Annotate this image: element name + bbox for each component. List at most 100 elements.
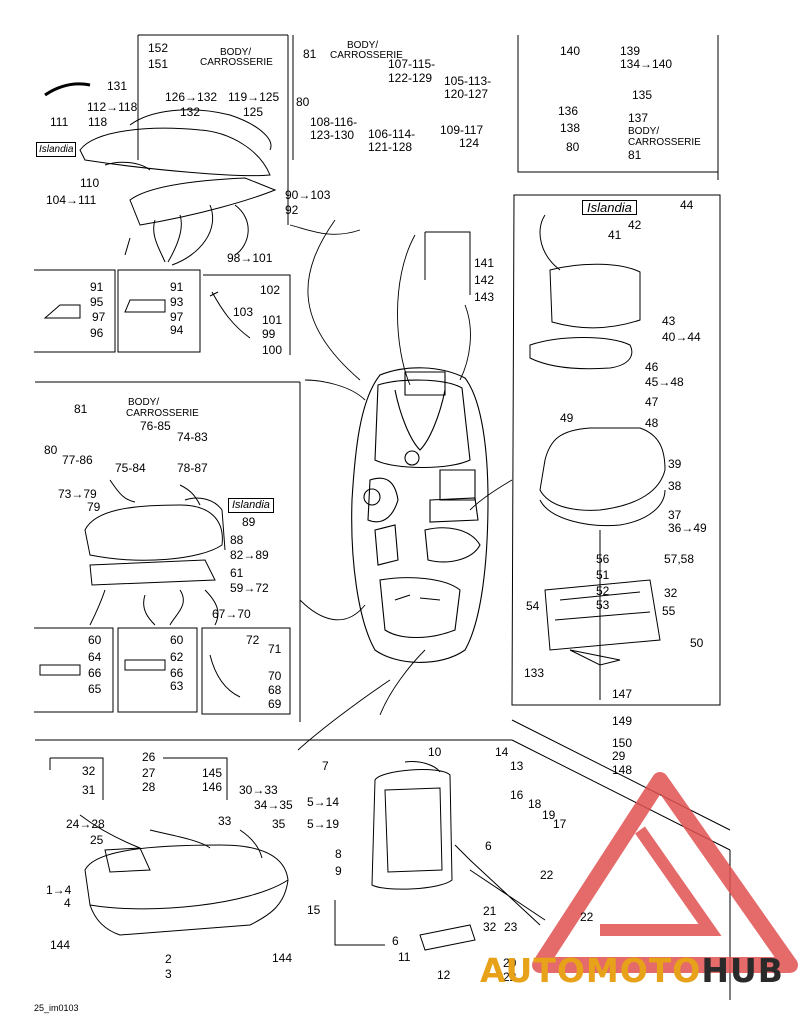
callout: 60 [170, 633, 184, 647]
callout: 145 [202, 766, 223, 780]
callout: 22 [580, 910, 594, 924]
callout: 38 [668, 479, 682, 493]
callout: BODY/ [128, 397, 160, 408]
diagram-code: 25_im0103 [34, 1003, 79, 1013]
callout: 95 [90, 295, 104, 309]
frame-right [511, 194, 721, 706]
callout: 6 [392, 934, 399, 948]
callout: 67→70 [212, 607, 251, 621]
callout: 81 [628, 148, 642, 162]
callout: 72 [246, 633, 260, 647]
callout: 24→28 [66, 817, 105, 831]
callout: 149 [612, 714, 633, 728]
callout: 9 [335, 864, 342, 878]
callout: 42 [628, 218, 642, 232]
callout: 132 [180, 105, 201, 119]
callout: 21 [483, 904, 497, 918]
callout: 80 [566, 140, 580, 154]
box-103 [203, 274, 291, 355]
watermark-part1: AUTOMOTO [480, 951, 702, 990]
callout: 76-85 [140, 419, 171, 433]
callout: 66 [88, 666, 102, 680]
callout: 131 [107, 79, 128, 93]
frame-top-right [517, 35, 719, 173]
callout: 80 [296, 95, 310, 109]
callout: 88 [230, 533, 244, 547]
callout: 89 [242, 515, 256, 529]
callout: 6 [485, 839, 492, 853]
callout: 75-84 [115, 461, 146, 475]
callout: 12 [437, 968, 451, 982]
callout: 99 [262, 327, 276, 341]
callout: 124 [459, 136, 480, 150]
callout: 147 [612, 687, 633, 701]
callout: 39 [668, 457, 682, 471]
callout: 29 [612, 749, 626, 763]
box-141 [425, 231, 471, 295]
callout: 142 [474, 273, 495, 287]
callout: 73→79 [58, 487, 97, 501]
frame-top-left [137, 34, 289, 225]
callout: 121-128 [368, 140, 413, 154]
callout: 71 [268, 642, 282, 656]
callout: 63 [170, 679, 184, 693]
callout: 27 [142, 766, 156, 780]
box-72 [201, 627, 291, 715]
callout: 49 [560, 411, 574, 425]
watermark-part2: HUB [701, 951, 784, 990]
callout: 81 [303, 47, 317, 61]
callout: 104→111 [46, 193, 97, 207]
callout: BODY/ [220, 47, 252, 58]
callout: 103 [233, 305, 254, 319]
callout: 37 [668, 508, 682, 522]
callout: 112→118 [87, 100, 138, 114]
callout: 78-87 [177, 461, 208, 475]
callout: 136 [558, 104, 579, 118]
callout: 135 [632, 88, 653, 102]
callout: 69 [268, 697, 282, 711]
callout: 31 [82, 783, 96, 797]
frame-mid-left [35, 381, 301, 722]
seat-73-group [39, 479, 241, 698]
callout: BODY/ [347, 40, 379, 51]
callout: 32 [483, 920, 497, 934]
box-91-93 [117, 269, 201, 353]
callout: 100 [262, 343, 283, 357]
callout: 139 [620, 44, 641, 58]
callout: 118 [88, 115, 108, 129]
box-60-64 [34, 627, 114, 713]
brand-badge: Islandia [582, 200, 637, 215]
callout: 125 [243, 105, 264, 119]
callout: 144 [272, 951, 293, 965]
callout: 126→132 [165, 90, 218, 104]
callout: 80 [44, 443, 58, 457]
callout: 4 [64, 896, 71, 910]
callout: 62 [170, 650, 184, 664]
callout: 109-117 [440, 123, 484, 137]
callout: 34→35 [254, 798, 293, 812]
callout: 97 [170, 310, 184, 324]
callout: 28 [142, 780, 156, 794]
callout: CARROSSERIE [126, 408, 199, 419]
callout: 92 [285, 203, 299, 217]
callout: 53 [596, 598, 610, 612]
callout: 30→33 [239, 783, 278, 797]
callout: 25 [90, 833, 104, 847]
callout: 152 [148, 41, 169, 55]
callout: 3 [165, 967, 172, 981]
callout: 32 [664, 586, 678, 600]
callout: 52 [596, 584, 610, 598]
callout: 96 [90, 326, 104, 340]
callout: 138 [560, 121, 581, 135]
callout: 133 [524, 666, 545, 680]
callout: 40→44 [662, 330, 701, 344]
callout: 77-86 [62, 453, 93, 467]
callout: 16 [510, 788, 524, 802]
cover-110-group [43, 82, 277, 339]
callout: 44 [680, 198, 694, 212]
callout: 143 [474, 290, 495, 304]
callout: 141 [474, 256, 495, 270]
callout: 74-83 [177, 430, 208, 444]
callout: 65 [88, 682, 102, 696]
